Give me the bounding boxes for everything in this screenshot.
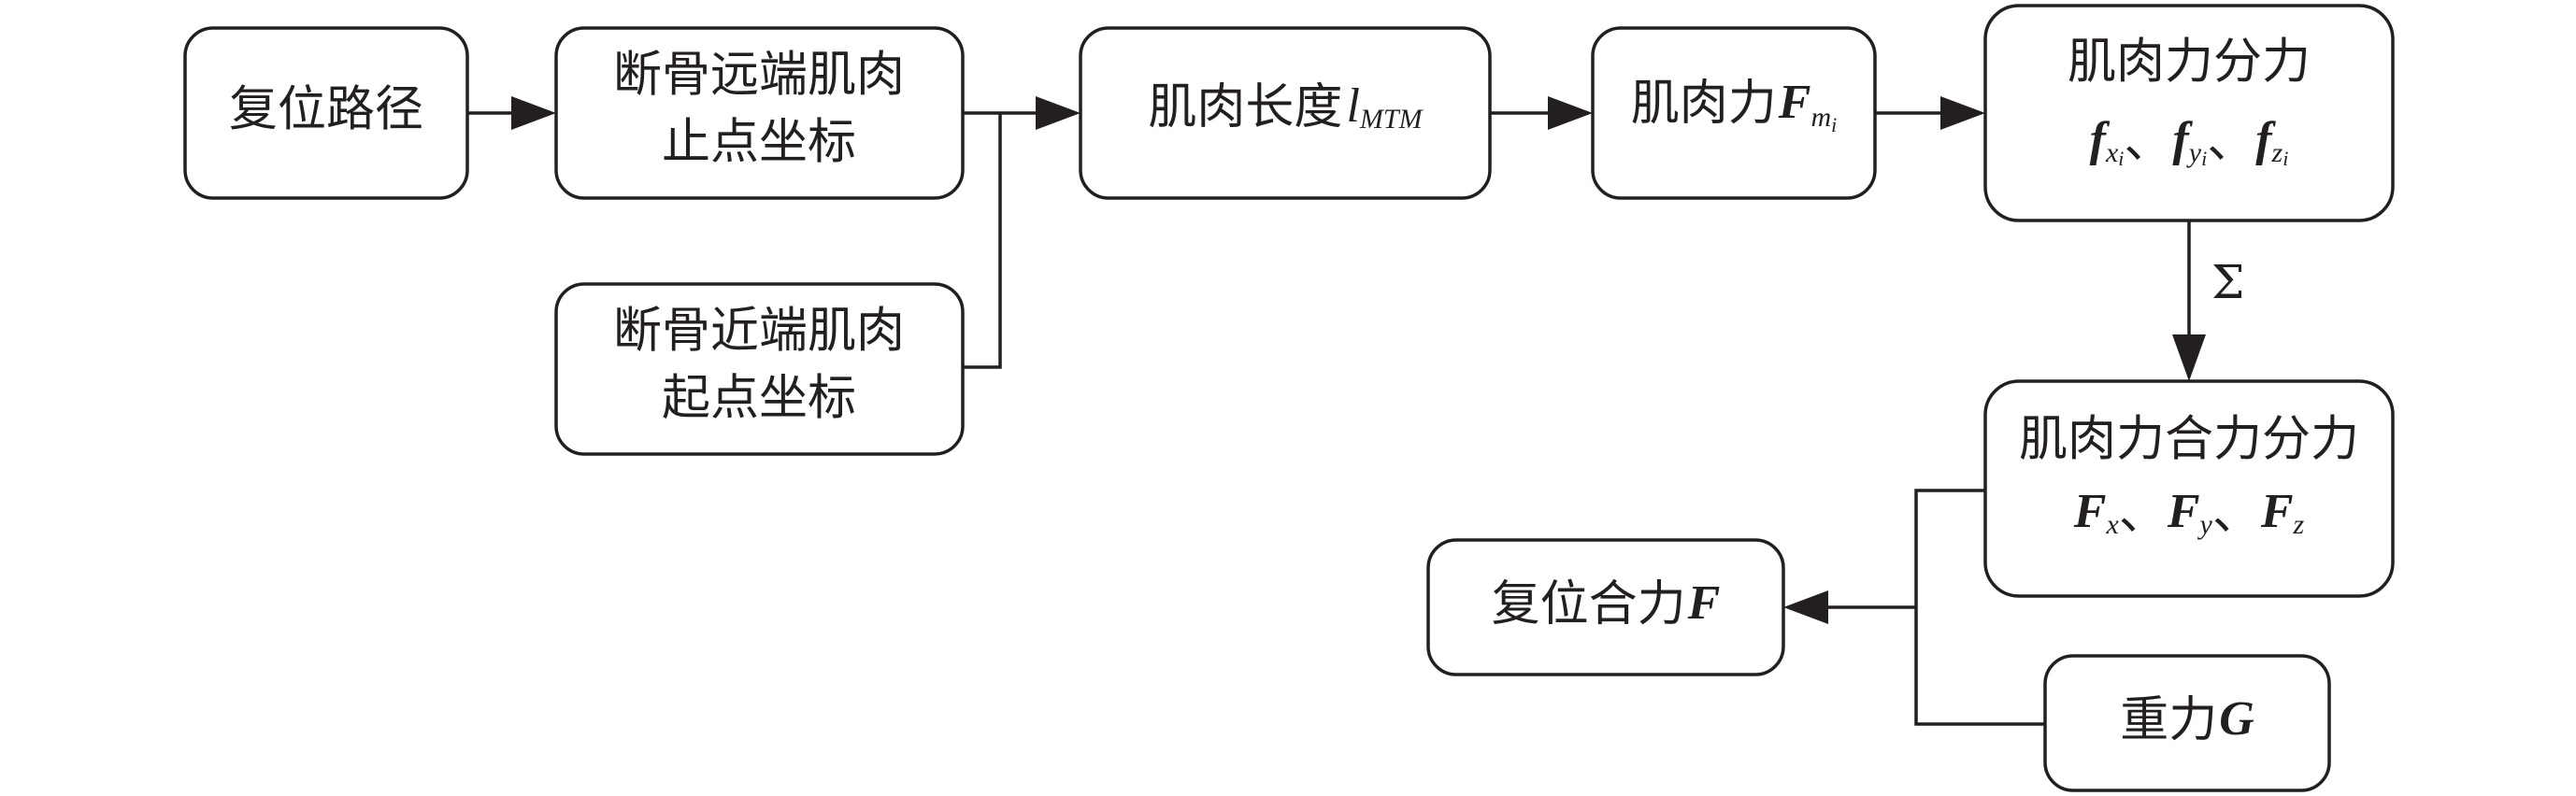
edge-proximal-merge — [963, 113, 1002, 369]
reset-resultant-symbol: F — [1687, 576, 1721, 630]
muscle-force-text: 肌肉力 — [1631, 76, 1777, 132]
Fx-subscript: x — [2105, 509, 2119, 540]
node-distal-insertion-line2: 止点坐标 — [662, 115, 856, 171]
Fx-symbol: F — [2073, 485, 2107, 538]
muscle-length-text: 肌肉长度 — [1148, 79, 1342, 135]
muscle-force-subsubscript: i — [1831, 113, 1837, 136]
arrowhead-force — [1548, 96, 1593, 130]
arrowhead-reset-resultant — [1783, 590, 1828, 624]
muscle-force-symbol: F — [1778, 76, 1811, 129]
muscle-length-subscript: MTM — [1359, 104, 1424, 135]
fyi-subscript: y — [2186, 137, 2202, 168]
fxi-subsubscript: i — [2118, 147, 2124, 170]
separator-1: 、 — [2124, 113, 2172, 169]
arrowhead-distal — [511, 96, 556, 130]
node-muscle-force-label: 肌肉力Fmi — [1631, 76, 1838, 137]
arrowhead-resultant — [2172, 334, 2206, 381]
edges — [467, 96, 2206, 726]
fzi-subscript: z — [2271, 137, 2283, 168]
node-resultant-components-terms: Fx、Fy、Fz — [2073, 485, 2305, 541]
fzi-subsubscript: i — [2283, 147, 2288, 170]
separator-2: 、 — [2207, 113, 2255, 169]
muscle-force-subscript: m — [1810, 102, 1831, 133]
node-muscle-length: 肌肉长度lMTM — [1079, 26, 1492, 200]
Fy-symbol: F — [2167, 485, 2200, 538]
muscle-length-symbol: l — [1346, 79, 1359, 133]
node-proximal-origin-line2: 起点坐标 — [662, 371, 856, 427]
fzi-symbol: f — [2255, 113, 2276, 166]
gravity-symbol: G — [2219, 692, 2254, 746]
node-proximal-origin: 断骨近端肌肉 起点坐标 — [554, 282, 965, 456]
node-force-components-line1: 肌肉力分力 — [2068, 35, 2311, 91]
fyi-symbol: f — [2172, 113, 2193, 166]
node-distal-insertion: 断骨远端肌肉 止点坐标 — [554, 26, 965, 200]
Fy-subscript: y — [2197, 509, 2213, 540]
separator-4: 、 — [2212, 485, 2261, 541]
fxi-symbol: f — [2090, 113, 2111, 166]
node-reset-path: 复位路径 — [183, 26, 469, 200]
node-muscle-force: 肌肉力Fmi — [1591, 26, 1877, 200]
node-proximal-origin-line1: 断骨近端肌肉 — [613, 304, 905, 360]
node-gravity-label: 重力G — [2120, 692, 2254, 748]
node-muscle-length-label: 肌肉长度lMTM — [1148, 79, 1424, 135]
node-gravity: 重力G — [2043, 654, 2331, 792]
node-reset-resultant-label: 复位合力F — [1492, 576, 1721, 633]
node-distal-insertion-line1: 断骨远端肌肉 — [613, 48, 905, 104]
node-force-components: 肌肉力分力 fxi、fyi、fzi — [1983, 4, 2395, 222]
fyi-subsubscript: i — [2201, 147, 2207, 170]
arrowhead-components — [1940, 96, 1985, 130]
node-reset-path-label: 复位路径 — [229, 82, 423, 138]
separator-3: 、 — [2119, 485, 2168, 541]
arrowhead-length — [1036, 96, 1080, 130]
fxi-subscript: x — [2105, 137, 2119, 168]
node-force-components-terms: fxi、fyi、fzi — [2090, 113, 2289, 171]
reset-resultant-text: 复位合力 — [1492, 576, 1686, 633]
node-resultant-components-line1: 肌肉力合力分力 — [2019, 412, 2359, 468]
Fz-subscript: z — [2293, 509, 2305, 540]
gravity-text: 重力 — [2120, 692, 2217, 748]
node-resultant-components: 肌肉力合力分力 Fx、Fy、Fz — [1983, 379, 2395, 598]
node-reset-resultant: 复位合力F — [1426, 538, 1785, 676]
sum-label: Σ — [2211, 255, 2244, 309]
Fz-symbol: F — [2260, 485, 2294, 538]
